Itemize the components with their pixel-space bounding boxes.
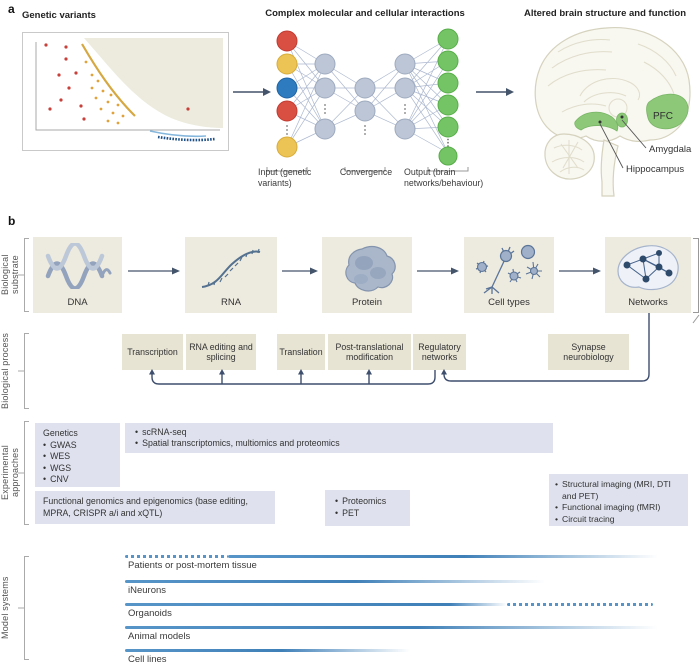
model-label-ineurons: iNeurons	[128, 585, 167, 596]
substrate-box-networks: Networks	[605, 237, 691, 313]
hidden-nodes	[314, 53, 416, 140]
genetics-title: Genetics	[43, 428, 78, 438]
substrate-bracket	[18, 238, 29, 312]
neural-network-diagram	[266, 28, 469, 172]
arrow-right-icon	[233, 88, 271, 96]
hippocampus-region	[574, 111, 619, 132]
genetic-variants-title: Genetic variants	[22, 10, 96, 21]
arrow-right-icon	[128, 267, 180, 275]
hippocampus-label: Hippocampus	[626, 164, 684, 175]
substrate-label: DNA	[67, 297, 88, 308]
model-bar-ineurons	[125, 580, 545, 583]
brain-green-regions	[574, 93, 689, 132]
model-bar-cell-lines	[125, 649, 410, 652]
process-box-transcription: Transcription	[122, 334, 183, 370]
axes	[35, 42, 220, 131]
brain-inner-lines	[547, 39, 677, 174]
genetics-bullet: CNV	[43, 474, 112, 486]
substrate-box-dna: DNA	[33, 237, 122, 313]
functional-genomics-text: Functional genomics and epigenomics (bas…	[43, 496, 248, 518]
process-box-ptm: Post-translational modification	[328, 334, 411, 370]
protein-icon	[345, 246, 396, 292]
common-variant-dots	[157, 135, 216, 142]
group-brackets	[266, 167, 469, 172]
process-box-synapse-neurobiology: Synapse neurobiology	[548, 334, 629, 370]
brain-title: Altered brain structure and function	[523, 8, 687, 19]
model-label-organoids: Organoids	[128, 608, 172, 619]
model-bar-animal-models	[125, 626, 658, 629]
network-edges	[286, 38, 449, 154]
approach-box-transcriptomics: scRNA-seq Spatial transcriptomics, multi…	[125, 423, 553, 453]
substrate-box-cell-types: Cell types	[464, 237, 554, 313]
genetics-bullet: WES	[43, 451, 112, 463]
transcriptomics-bullet: Spatial transcriptomics, multiomics and …	[135, 438, 543, 450]
output-nodes	[437, 28, 459, 166]
substrate-label: Cell types	[488, 297, 530, 308]
imaging-bullet: Functional imaging (fMRI)	[555, 502, 682, 514]
model-label-animal-models: Animal models	[128, 631, 191, 642]
approach-box-imaging: Structural imaging (MRI, DTI and PET) Fu…	[549, 474, 688, 526]
approach-box-proteomics: Proteomics PET	[325, 490, 410, 526]
substrate-label: RNA	[220, 297, 242, 308]
substrate-label: Protein	[351, 297, 383, 308]
intermediate-variant-points	[84, 60, 125, 125]
detectable-region	[84, 38, 223, 128]
amygdala-label: Amygdala	[649, 144, 692, 155]
variant-scatter-plot	[22, 32, 229, 151]
process-box-regulatory-networks: Regulatory networks	[413, 334, 466, 370]
network-title: Complex molecular and cellular interacti…	[265, 8, 465, 19]
network-input-label: Input (genetic variants)	[258, 167, 312, 188]
arrow-right-icon	[417, 267, 459, 275]
arrow-right-icon	[476, 88, 514, 96]
proteomics-bullet: Proteomics	[335, 496, 400, 508]
axis-model-systems: Model systems	[0, 576, 10, 639]
panel-b-label: b	[8, 214, 16, 228]
networks-side-bracket	[692, 238, 700, 324]
common-variant-curve	[149, 130, 207, 138]
imaging-bullet: Structural imaging (MRI, DTI and PET)	[555, 479, 682, 502]
network-output-label: Output (brain networks/behaviour)	[404, 167, 484, 188]
approach-box-functional-genomics: Functional genomics and epigenomics (bas…	[35, 491, 275, 524]
pfc-region	[646, 93, 689, 130]
process-box-translation: Translation	[277, 334, 325, 370]
imaging-bullet: Circuit tracing	[555, 514, 682, 526]
axis-biological-substrate: Biological substrate	[0, 254, 20, 296]
axis-experimental-approaches: Experimental approaches	[0, 445, 20, 500]
rna-icon	[201, 248, 261, 288]
model-bar-organoids-dashed	[507, 603, 653, 606]
brain-pointer-lines	[598, 115, 647, 169]
model-bar-patients	[228, 555, 658, 558]
arrow-right-icon	[282, 267, 318, 275]
dna-icon	[45, 243, 111, 289]
substrate-box-rna: RNA	[185, 237, 277, 313]
models-bracket	[18, 556, 29, 660]
substrate-box-protein: Protein	[322, 237, 412, 313]
model-label-cell-lines: Cell lines	[128, 654, 167, 665]
cell-types-icon	[475, 244, 542, 294]
approach-box-genetics: Genetics GWAS WES WGS CNV	[35, 423, 120, 487]
arrow-right-icon	[559, 267, 601, 275]
genetics-bullet: WGS	[43, 463, 112, 475]
model-bar-organoids	[125, 603, 507, 606]
rare-variant-points	[44, 43, 190, 121]
input-nodes	[276, 30, 298, 158]
proteomics-bullet: PET	[335, 508, 400, 520]
network-convergence-label: Convergence	[339, 167, 393, 177]
panel-a-label: a	[8, 2, 15, 16]
model-label-patients: Patients or post-mortem tissue	[128, 560, 257, 571]
genetics-bullet: GWAS	[43, 440, 112, 452]
model-bar-patients-dashed	[125, 555, 228, 558]
brain-illustration: PFC Amygdala Hippocampus	[534, 26, 692, 197]
pfc-label: PFC	[653, 111, 673, 122]
axis-biological-process: Biological process	[0, 332, 10, 410]
networks-icon	[617, 245, 679, 291]
process-bracket	[18, 333, 29, 409]
approaches-bracket	[18, 421, 29, 525]
substrate-label: Networks	[628, 297, 668, 308]
transcriptomics-bullet: scRNA-seq	[135, 427, 543, 439]
rare-variant-curve	[81, 43, 136, 117]
process-box-rna-editing: RNA editing and splicing	[186, 334, 256, 370]
